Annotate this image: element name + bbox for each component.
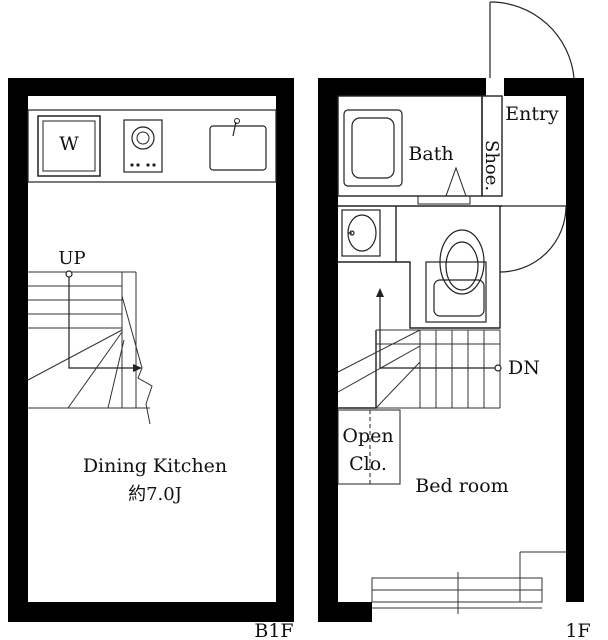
b1f-floor-label: B1F <box>254 620 293 640</box>
1f-partitions <box>337 95 503 409</box>
bath-door <box>417 166 471 205</box>
bedroom-label: Bed room <box>415 475 508 497</box>
open-closet-label-2: Clo. <box>349 453 387 475</box>
dining-kitchen-size: 約7.0J <box>128 484 182 505</box>
toilet-door <box>499 205 567 273</box>
shoe-label: Shoe. <box>481 140 502 191</box>
1f-staircase <box>337 329 501 409</box>
b1f-walls <box>8 78 294 622</box>
1f-floor-label: 1F <box>565 620 590 640</box>
entry-label: Entry <box>505 103 559 125</box>
stair-up-arrow <box>65 270 142 372</box>
stairs-down-label: DN <box>508 357 540 379</box>
sink-icon <box>209 118 267 171</box>
washer-label: W <box>59 133 79 155</box>
toilet-icon <box>425 229 487 323</box>
kitchen-counter <box>27 109 277 183</box>
stairs-up-label: UP <box>58 248 85 269</box>
stair-down-arrow <box>376 288 502 372</box>
stove-icon <box>123 119 163 173</box>
1f-window <box>371 551 566 614</box>
b1f-plan: W <box>8 78 294 640</box>
bathtub <box>343 109 403 187</box>
washbasin-icon <box>341 209 381 257</box>
entry-door <box>489 1 575 79</box>
bath-label: Bath <box>408 143 453 165</box>
washer <box>37 115 101 177</box>
b1f-staircase <box>27 271 153 425</box>
1f-plan: Bath Entry Shoe. <box>318 1 591 640</box>
open-closet-label-1: Open <box>342 425 393 447</box>
open-closet <box>337 409 401 485</box>
dining-kitchen-label: Dining Kitchen <box>83 455 227 477</box>
